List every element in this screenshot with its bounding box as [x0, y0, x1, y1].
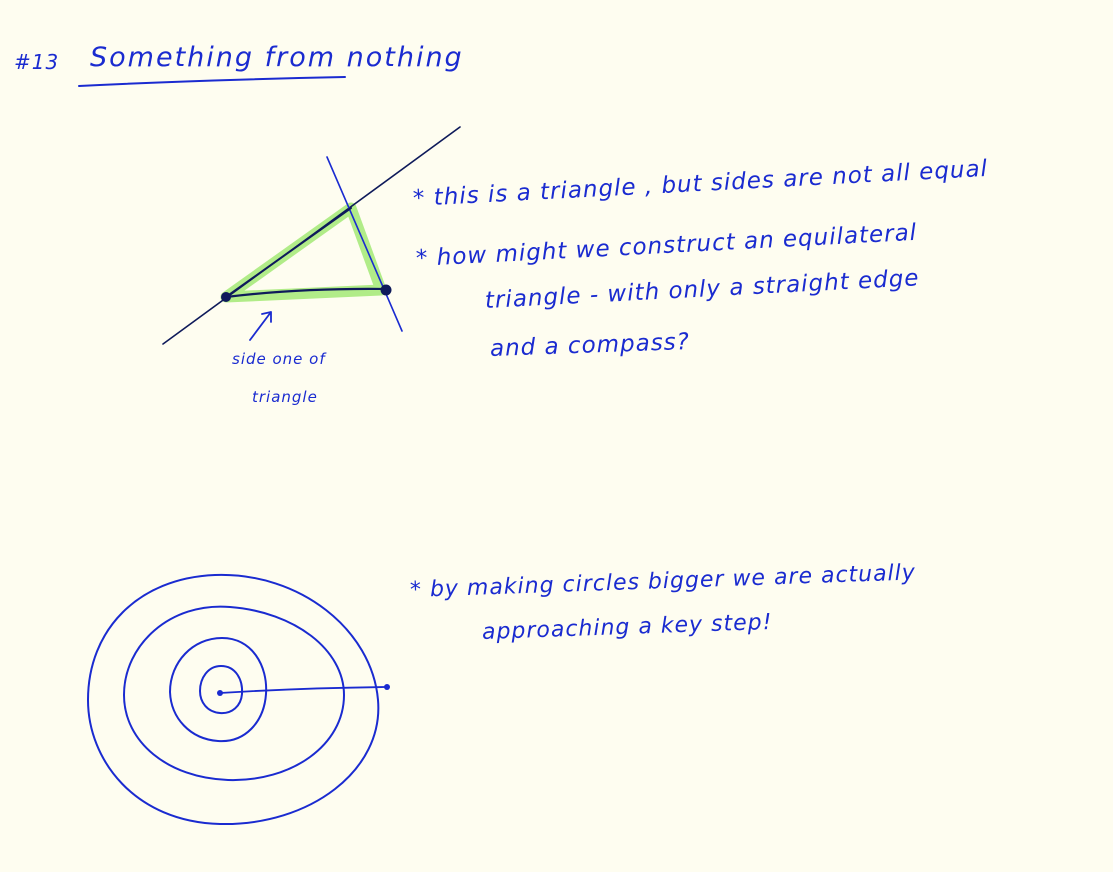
page-title: Something from nothing	[90, 42, 464, 73]
side-arrow-icon	[249, 311, 272, 341]
side-label-line1: side one of	[232, 350, 326, 368]
circle-second	[168, 636, 268, 743]
circle-outer	[86, 573, 380, 826]
circle-inner	[198, 664, 244, 715]
side-label-line2: triangle	[252, 388, 318, 406]
construction-line-short	[326, 156, 403, 332]
title-underline	[78, 76, 346, 87]
radius-end-point	[384, 684, 390, 690]
triangle-highlight	[220, 202, 387, 303]
circle-third	[122, 605, 346, 782]
triangle-upper-side	[225, 207, 352, 298]
triangle-base-side	[224, 287, 388, 299]
radius-line	[219, 686, 387, 694]
triangle-vertex-left	[221, 292, 231, 302]
page-number: #13	[14, 50, 60, 74]
triangle-vertex-right	[380, 284, 392, 296]
